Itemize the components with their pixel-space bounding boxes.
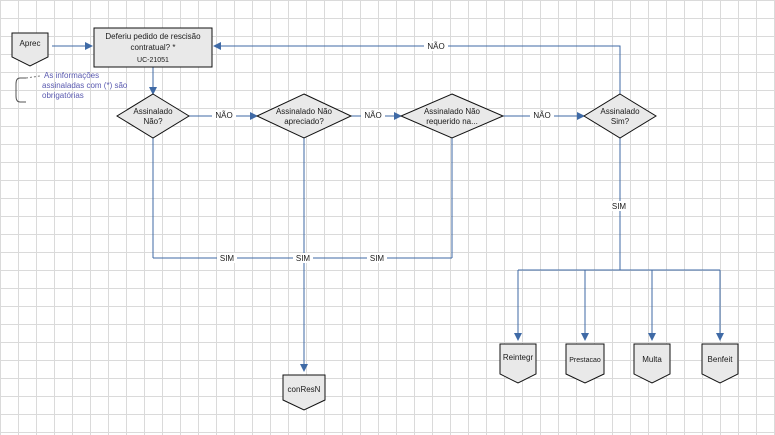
edge-label-nao-top: NÃO bbox=[427, 42, 444, 51]
process-deferiu-pedido[interactable]: Deferiu pedido de rescisão contratual? *… bbox=[93, 27, 213, 68]
decision-assinalado-sim[interactable]: Assinalado Sim? bbox=[583, 93, 657, 139]
decision-4-line2: Sim? bbox=[611, 117, 630, 126]
endpoint-multa-label: Multa bbox=[642, 355, 662, 364]
process-label-line2: contratual? * bbox=[131, 43, 176, 52]
edge-label-sim-2: SIM bbox=[296, 254, 311, 263]
process-label-line1: Deferiu pedido de rescisão bbox=[105, 32, 201, 41]
edge-labels: NÃO NÃO NÃO NÃO SIM SIM SIM SIM bbox=[212, 41, 629, 263]
edge-label-nao-2: NÃO bbox=[364, 111, 381, 120]
endpoint-benfeit[interactable]: Benfeit bbox=[701, 343, 739, 384]
edge-label-sim-right: SIM bbox=[612, 202, 627, 211]
decision-assinalado-nao-requerido[interactable]: Assinalado Não requerido na... bbox=[399, 93, 505, 139]
annotation-dash bbox=[25, 75, 41, 79]
annotation-note: As informações assinaladas com (*) são o… bbox=[15, 71, 128, 103]
connectors bbox=[52, 42, 724, 372]
process-code: UC-21051 bbox=[137, 57, 169, 64]
endpoint-conresn-label: conResN bbox=[288, 385, 321, 394]
decision-assinalado-nao[interactable]: Assinalado Não? bbox=[116, 93, 190, 139]
edge-label-sim-3: SIM bbox=[370, 254, 385, 263]
decision-assinalado-nao-apreciado[interactable]: Assinalado Não apreciado? bbox=[255, 93, 353, 139]
edge-label-nao-1: NÃO bbox=[215, 111, 232, 120]
connector-decision-4-loop-to-process bbox=[213, 42, 621, 94]
annotation-line3: obrigatórias bbox=[42, 91, 84, 100]
edge-label-nao-3: NÃO bbox=[533, 111, 550, 120]
annotation-bracket bbox=[15, 77, 26, 103]
decision-3-line1: Assinalado Não bbox=[424, 107, 481, 116]
start-node-aprec[interactable]: Aprec bbox=[11, 32, 49, 67]
annotation-line2: assinaladas com (*) são bbox=[42, 81, 128, 90]
endpoint-conresn[interactable]: conResN bbox=[282, 374, 326, 411]
start-node-label: Aprec bbox=[20, 39, 41, 48]
edge-label-sim-1: SIM bbox=[220, 254, 235, 263]
decision-2-line2: apreciado? bbox=[284, 117, 324, 126]
endpoint-benfeit-label: Benfeit bbox=[708, 355, 734, 364]
endpoint-reintegr[interactable]: Reintegr bbox=[499, 343, 537, 384]
endpoint-reintegr-label: Reintegr bbox=[503, 353, 534, 362]
annotation-line1: As informações bbox=[44, 71, 99, 80]
endpoint-prestacao-label: Prestacao bbox=[569, 357, 601, 364]
endpoint-prestacao[interactable]: Prestacao bbox=[565, 343, 605, 384]
decision-1-line1: Assinalado bbox=[133, 107, 173, 116]
decision-1-line2: Não? bbox=[143, 117, 163, 126]
decision-3-line2: requerido na... bbox=[426, 117, 478, 126]
decision-4-line1: Assinalado bbox=[600, 107, 640, 116]
endpoint-multa[interactable]: Multa bbox=[633, 343, 671, 384]
decision-2-line1: Assinalado Não bbox=[276, 107, 333, 116]
